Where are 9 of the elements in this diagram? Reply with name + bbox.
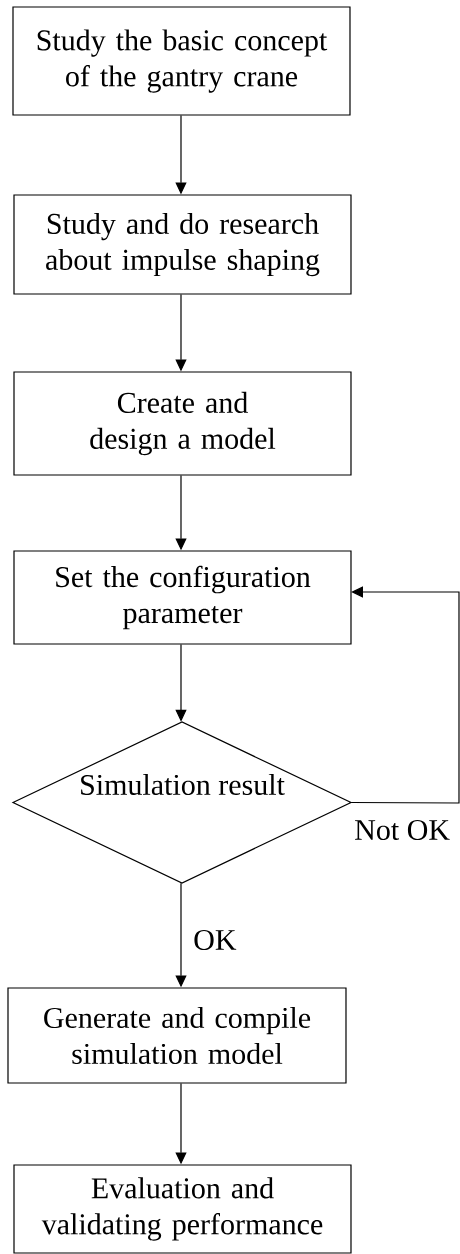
process-box: Study and do research about impulse shaping xyxy=(13,194,352,295)
process-box: Study the basic concept of the gantry crane xyxy=(12,6,351,116)
arrow xyxy=(350,586,460,804)
process-box: Create and design a model xyxy=(13,371,352,476)
edge-label: OK xyxy=(192,928,238,952)
edge-label: Not OK xyxy=(353,818,451,842)
process-box: Set the configuration parameter xyxy=(13,550,352,645)
process-box: Evaluation and validating performance xyxy=(13,1164,352,1254)
process-box: Generate and compile simulation model xyxy=(7,987,347,1084)
